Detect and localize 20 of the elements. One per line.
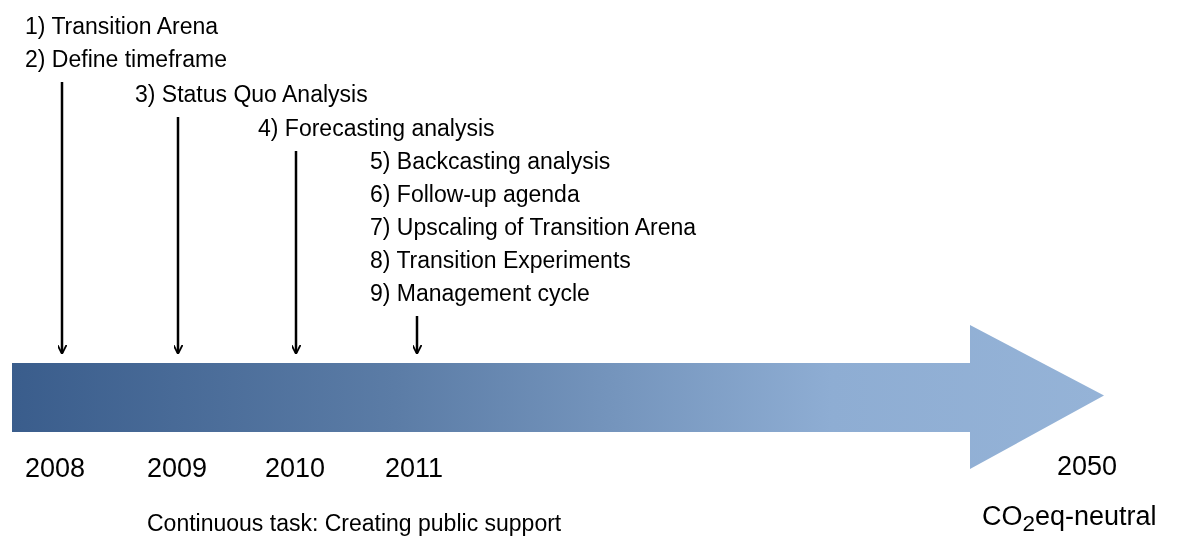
step-label: 3) Status Quo Analysis — [135, 80, 368, 109]
step-label: 2) Define timeframe — [25, 45, 227, 74]
step-label: 8) Transition Experiments — [370, 246, 631, 275]
target-label: CO$_{2}$eq-neutral — [982, 500, 1157, 539]
step-label: 4) Forecasting analysis — [258, 114, 495, 143]
step-label: 1) Transition Arena — [25, 12, 219, 41]
arrow — [290, 151, 302, 355]
step-label: 6) Follow-up agenda — [370, 180, 580, 209]
year-label: 2009 — [147, 452, 208, 484]
note: Continuous task: Creating public support — [147, 509, 562, 538]
step-label: 7) Upscaling of Transition Arena — [370, 213, 696, 242]
arrow — [56, 82, 68, 355]
step-label: 5) Backcasting analysis — [370, 147, 611, 176]
year-label: 2011 — [385, 452, 444, 484]
year-label: 2050 — [1057, 450, 1118, 482]
arrow — [172, 117, 184, 355]
arrow — [411, 316, 423, 355]
year-label: 2008 — [25, 452, 86, 484]
year-label: 2010 — [265, 452, 326, 484]
step-label: 9) Management cycle — [370, 279, 590, 308]
